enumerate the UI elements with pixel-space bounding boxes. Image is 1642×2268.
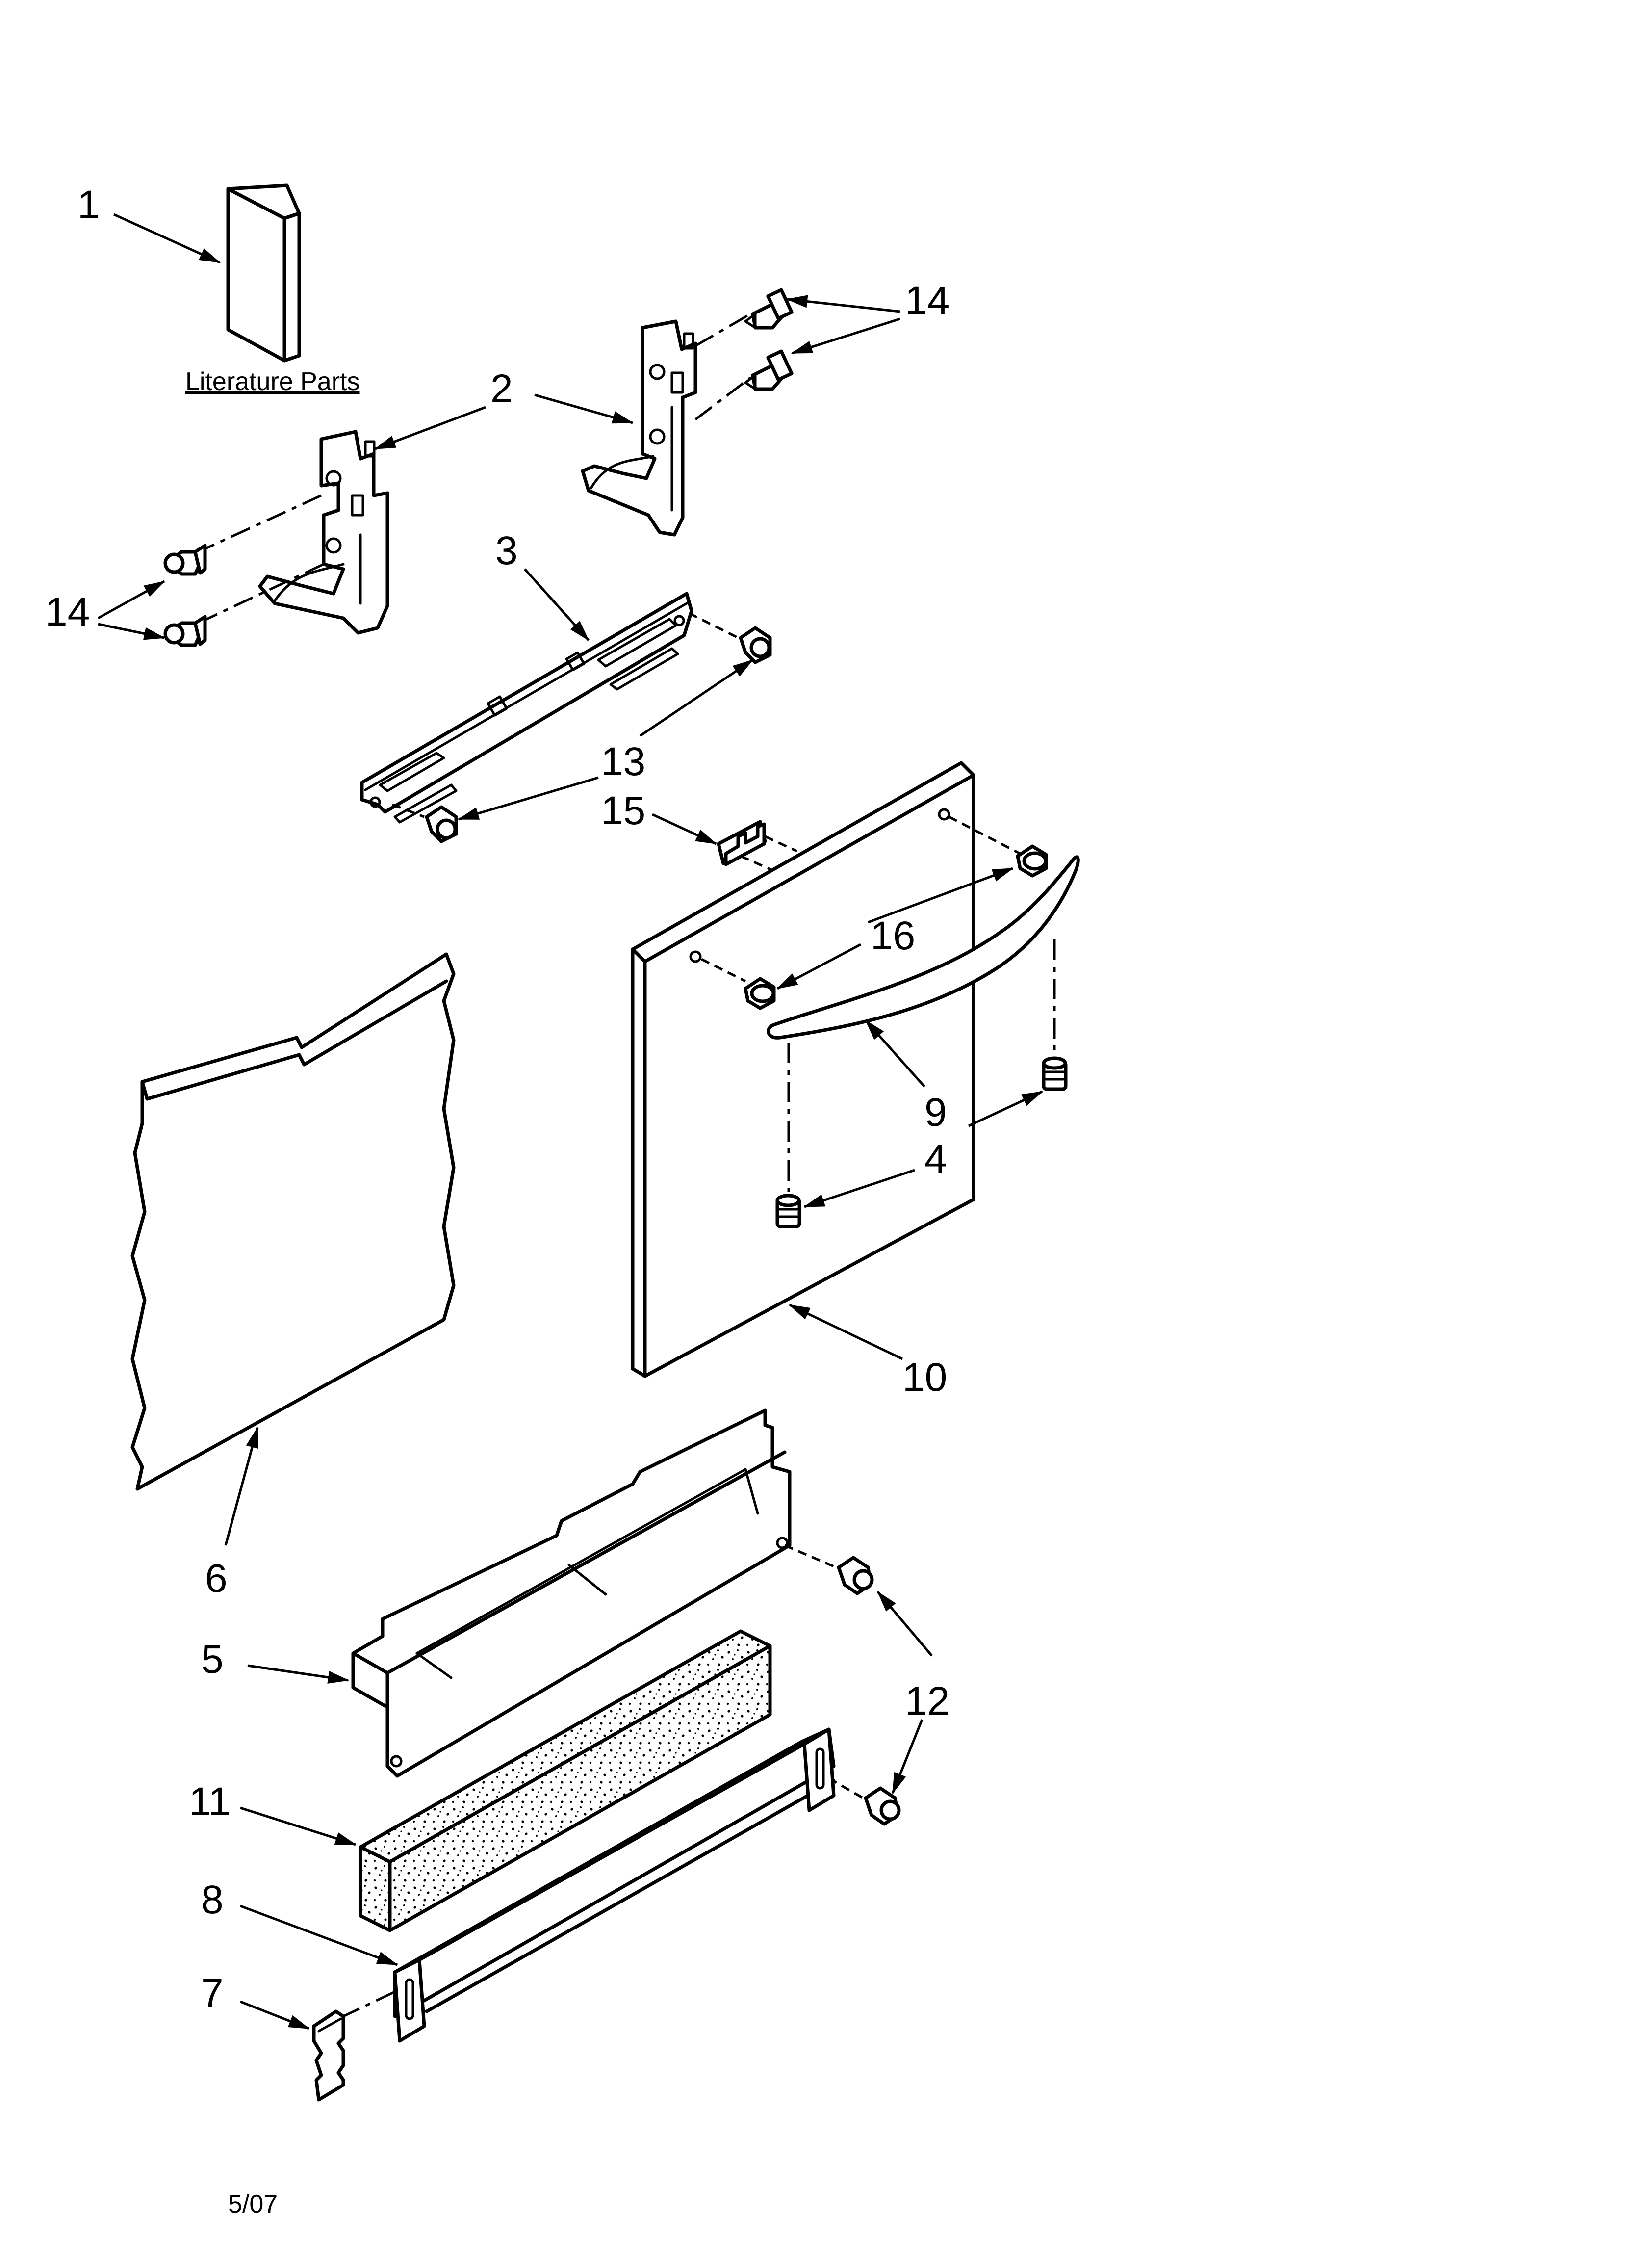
small-bracket-part bbox=[312, 1990, 396, 2102]
handle-screw-16-left bbox=[744, 977, 776, 1010]
toe-panel-part bbox=[351, 1408, 792, 1778]
revision-date: 5/07 bbox=[228, 2190, 278, 2218]
callout-3: 3 bbox=[495, 528, 518, 573]
screw-14-upper-left bbox=[163, 494, 322, 576]
callout-15: 15 bbox=[601, 788, 645, 833]
literature-parts-caption: Literature Parts bbox=[185, 367, 360, 396]
foam-insulation-part bbox=[359, 1629, 772, 1932]
screw-12-lower bbox=[828, 1777, 901, 1826]
callout-16: 16 bbox=[871, 913, 915, 958]
callout-6: 6 bbox=[205, 1556, 228, 1601]
callout-14-right: 14 bbox=[905, 278, 949, 323]
callout-7: 7 bbox=[201, 1971, 224, 2015]
screw-14-lower-right bbox=[694, 349, 794, 420]
door-panel-part bbox=[631, 761, 975, 1378]
mounting-rail bbox=[360, 592, 693, 824]
literature-book-part bbox=[113, 183, 301, 363]
callout-9: 9 bbox=[924, 1090, 947, 1135]
callout-5: 5 bbox=[201, 1637, 224, 1682]
screw-14-upper-right bbox=[694, 288, 794, 347]
screw-12-upper bbox=[784, 1544, 874, 1595]
callout-11: 11 bbox=[189, 1779, 231, 1824]
callout-8: 8 bbox=[201, 1877, 224, 1922]
callout-1: 1 bbox=[77, 182, 100, 227]
screw-13-right bbox=[688, 612, 772, 664]
callout-4: 4 bbox=[924, 1137, 947, 1181]
door-insulation-panel-part bbox=[130, 952, 456, 1491]
leader-lines bbox=[97, 295, 1043, 2030]
door-clip-part bbox=[717, 820, 844, 904]
handle-screw-16-right bbox=[1016, 844, 1048, 878]
kick-plate-part bbox=[393, 1727, 836, 2043]
callout-2: 2 bbox=[490, 366, 513, 411]
spacer-4-left bbox=[775, 1194, 801, 1228]
spacer-4-right bbox=[1042, 1056, 1068, 1091]
callout-12: 12 bbox=[905, 1679, 949, 1723]
callout-10: 10 bbox=[902, 1355, 947, 1400]
callout-14-left: 14 bbox=[45, 590, 90, 634]
callout-13: 13 bbox=[601, 739, 645, 784]
left-mounting-bracket bbox=[258, 430, 389, 635]
door-handle-part bbox=[767, 855, 1080, 1040]
right-mounting-bracket bbox=[581, 319, 697, 537]
screw-13-left bbox=[392, 803, 458, 843]
